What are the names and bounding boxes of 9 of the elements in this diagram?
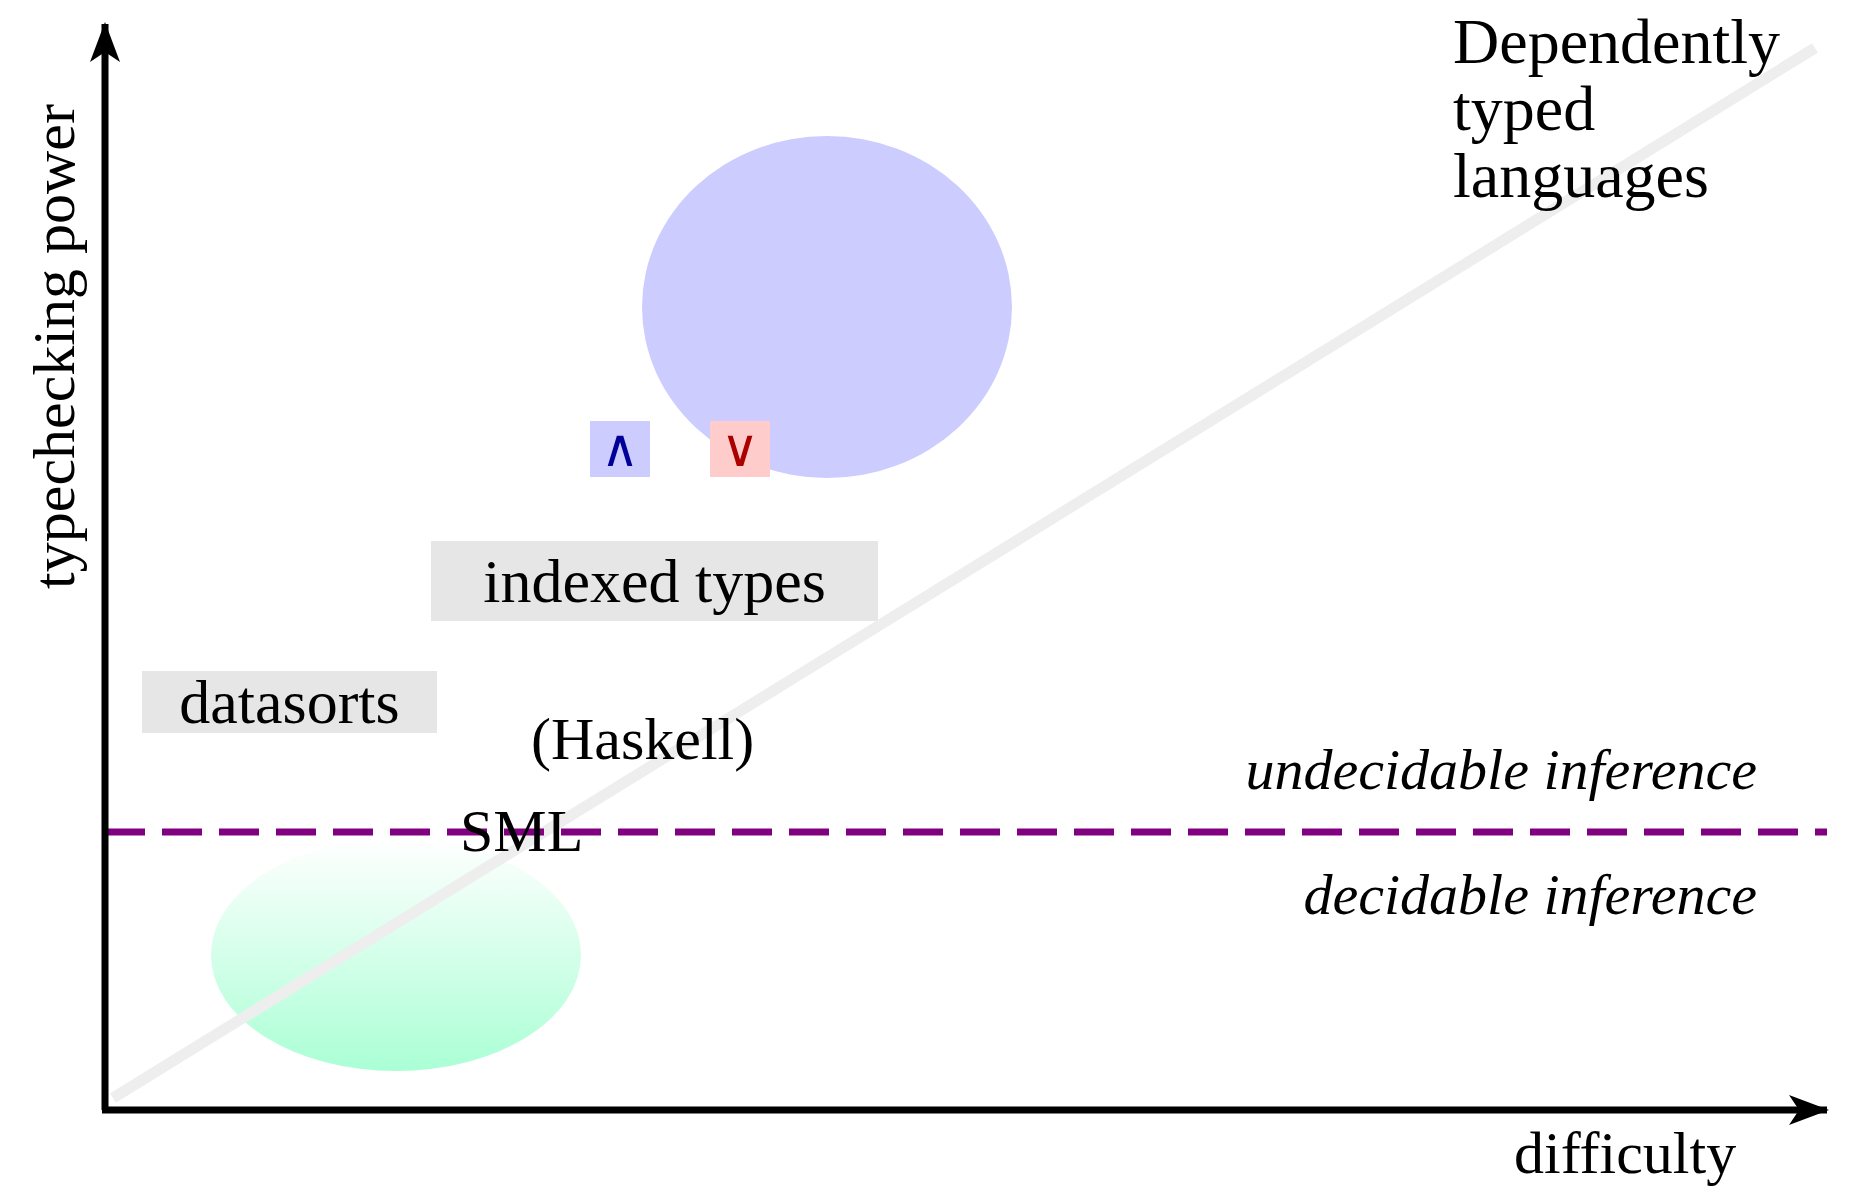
region-label: decidable inference [1303,865,1757,926]
axis-title: typechecking power [22,103,86,589]
region-label: Dependently typed languages [1453,8,1781,210]
and-symbol-box: ∧ [590,421,650,477]
region-label: undecidable inference [1245,740,1757,801]
language-label: (Haskell) [531,708,755,771]
category-box: datasorts [142,671,437,733]
category-box: indexed types [431,541,878,621]
axis-title: difficulty [1514,1122,1737,1185]
